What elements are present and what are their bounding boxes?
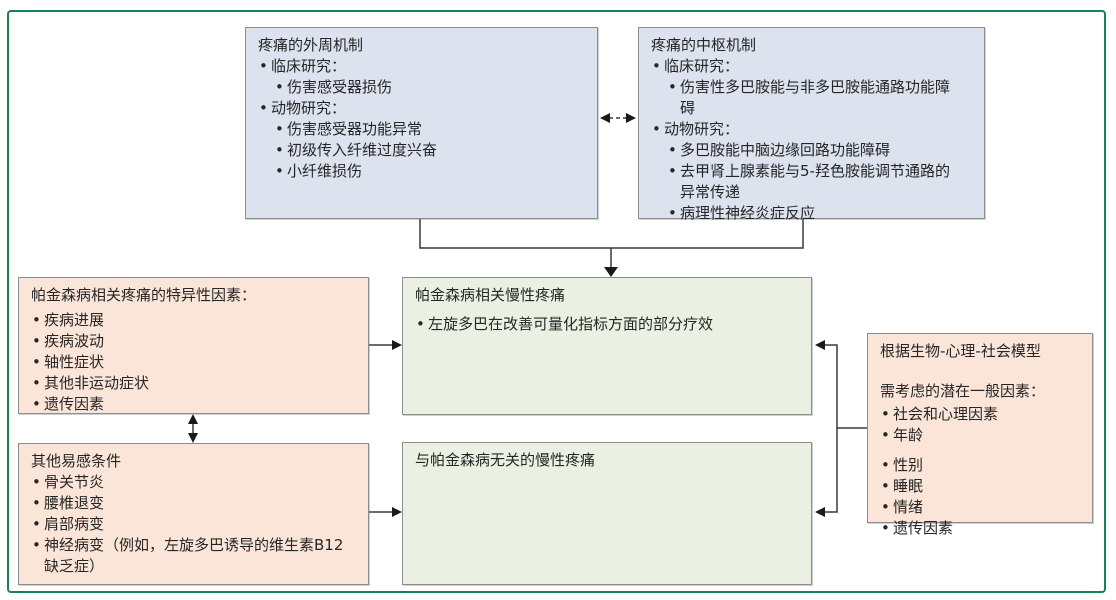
- list-item: 动物研究：: [649, 119, 974, 140]
- list-item: 社会和心理因素: [878, 404, 1082, 425]
- list-item: 小纤维损伤: [272, 161, 587, 182]
- box-title: 疼痛的外周机制: [258, 36, 364, 54]
- list-item: 年龄: [878, 425, 1082, 446]
- list-item: 疾病进展: [29, 310, 358, 331]
- list-item: 临床研究：: [649, 56, 974, 77]
- box-peripheral-mechanisms: 疼痛的外周机制 临床研究： 伤害感受器损伤 动物研究： 伤害感受器功能异常 初级…: [245, 27, 598, 219]
- box-other-susceptible-conditions: 其他易感条件 骨关节炎 腰椎退变 肩部病变 神经病变（例如，左旋多巴诱导的维生素…: [18, 443, 369, 585]
- outer-border-frame: [7, 10, 1106, 593]
- list-item: 遗传因素: [878, 518, 1082, 539]
- list-item: 伤害性多巴胺能与非多巴胺能通路功能障碍: [665, 77, 974, 119]
- list-item: 腰椎退变: [29, 493, 358, 514]
- list-item: 骨关节炎: [29, 472, 358, 493]
- list-item: 肩部病变: [29, 514, 358, 535]
- list-item: 情绪: [878, 497, 1082, 518]
- list-item: 初级传入纤维过度兴奋: [272, 140, 587, 161]
- box-title: 与帕金森病无关的慢性疼痛: [415, 451, 596, 469]
- list-item: 其他非运动症状: [29, 373, 358, 394]
- list-item: 多巴胺能中脑边缘回路功能障碍: [665, 140, 974, 161]
- box-title: 帕金森病相关疼痛的特异性因素：: [31, 286, 257, 304]
- list-item: 伤害感受器功能异常: [272, 119, 587, 140]
- list-item: 轴性症状: [29, 352, 358, 373]
- list-item: 临床研究：: [256, 56, 587, 77]
- box-title: 疼痛的中枢机制: [651, 36, 757, 54]
- list-item: 遗传因素: [29, 394, 358, 415]
- list-item: 病理性神经炎症反应: [665, 203, 974, 224]
- box-title: 根据生物-心理-社会模型: [880, 342, 1041, 360]
- list-item: 去甲肾上腺素能与5-羟色胺能调节通路的异常传递: [665, 161, 974, 203]
- list-item: 动物研究：: [256, 98, 587, 119]
- list-item: 左旋多巴在改善可量化指标方面的部分疗效: [413, 314, 801, 335]
- box-title: 其他易感条件: [31, 452, 122, 470]
- box-general-factors: 根据生物-心理-社会模型 需考虑的潜在一般因素： 社会和心理因素 年龄 性别 睡…: [867, 333, 1093, 539]
- box-pd-related-chronic-pain: 帕金森病相关慢性疼痛 左旋多巴在改善可量化指标方面的部分疗效: [402, 277, 812, 415]
- list-item: 神经病变（例如，左旋多巴诱导的维生素B12缺乏症）: [29, 535, 358, 577]
- box-non-pd-chronic-pain: 与帕金森病无关的慢性疼痛: [402, 442, 812, 585]
- box-central-mechanisms: 疼痛的中枢机制 临床研究： 伤害性多巴胺能与非多巴胺能通路功能障碍 动物研究： …: [638, 27, 985, 224]
- list-item: 性别: [878, 455, 1082, 476]
- list-item: 睡眠: [878, 476, 1082, 497]
- list-item: 伤害感受器损伤: [272, 77, 587, 98]
- box-subtitle: 需考虑的潜在一般因素：: [880, 382, 1046, 400]
- box-specific-factors: 帕金森病相关疼痛的特异性因素： 疾病进展 疾病波动 轴性症状 其他非运动症状 遗…: [18, 277, 369, 415]
- box-title: 帕金森病相关慢性疼痛: [415, 286, 566, 304]
- list-item: 疾病波动: [29, 331, 358, 352]
